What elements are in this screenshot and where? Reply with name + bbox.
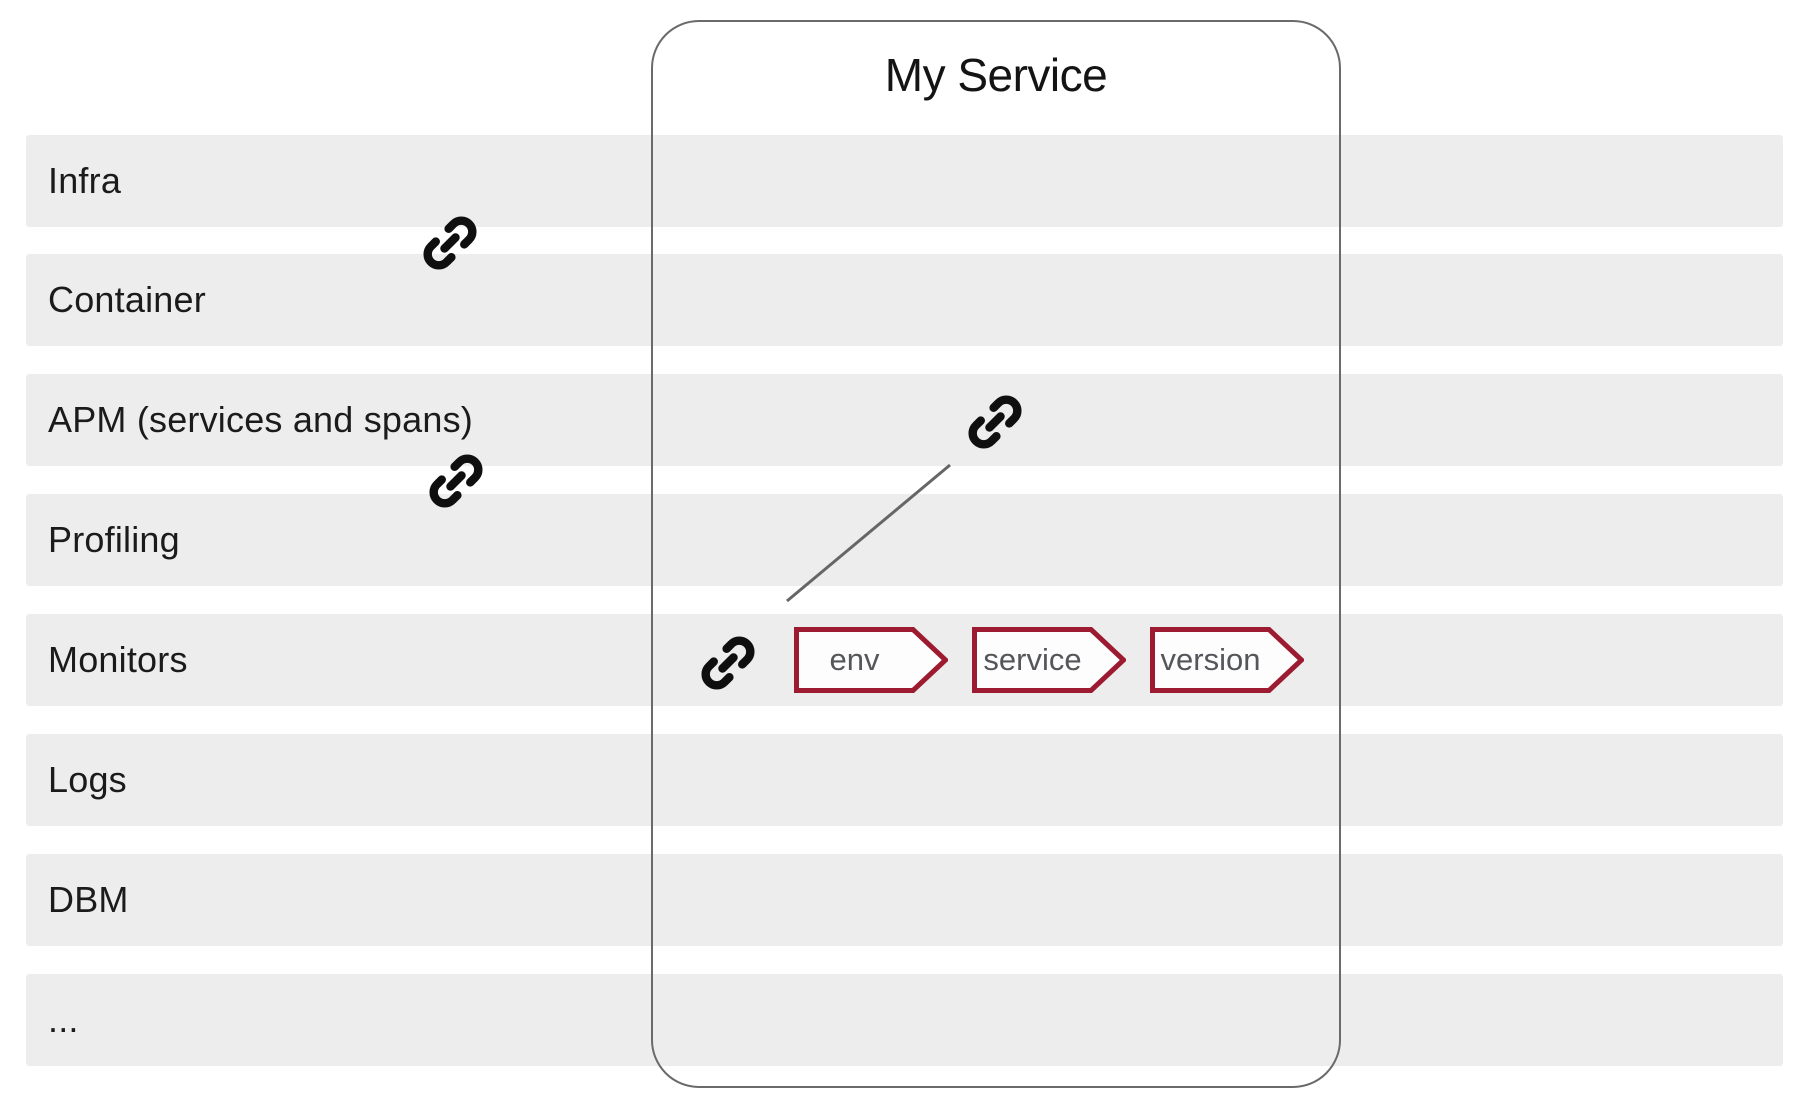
row-label: Container — [48, 279, 206, 320]
row-dbm: DBM — [26, 854, 1783, 946]
my-service-title: My Service — [884, 49, 1108, 101]
row-ellipsis: ... — [26, 974, 1783, 1066]
row-container: Container — [26, 254, 1783, 346]
tag-label: service — [983, 642, 1082, 677]
row-label: DBM — [48, 879, 129, 920]
tag-env: env — [794, 627, 948, 693]
tag-version: version — [1150, 627, 1304, 693]
row-label: Profiling — [48, 519, 180, 560]
row-logs: Logs — [26, 734, 1783, 826]
tag-chevron-shape — [972, 627, 1126, 693]
my-service-box — [651, 20, 1341, 1088]
tag-service: service — [972, 627, 1126, 693]
link-icon — [956, 383, 1034, 461]
row-infra: Infra — [26, 135, 1783, 227]
row-label: Infra — [48, 160, 122, 201]
row-label: Monitors — [48, 639, 188, 680]
link-icon — [411, 204, 489, 282]
link-icon — [417, 442, 495, 520]
row-apm: APM (services and spans) — [26, 374, 1783, 466]
link-icon — [689, 624, 767, 702]
tag-label: env — [829, 642, 880, 677]
tag-chevron-shape — [794, 627, 948, 693]
row-label: ... — [48, 999, 79, 1040]
tag-chevron-shape — [1150, 627, 1304, 693]
tag-label: version — [1160, 642, 1261, 677]
row-label: APM (services and spans) — [48, 399, 473, 440]
row-label: Logs — [48, 759, 127, 800]
